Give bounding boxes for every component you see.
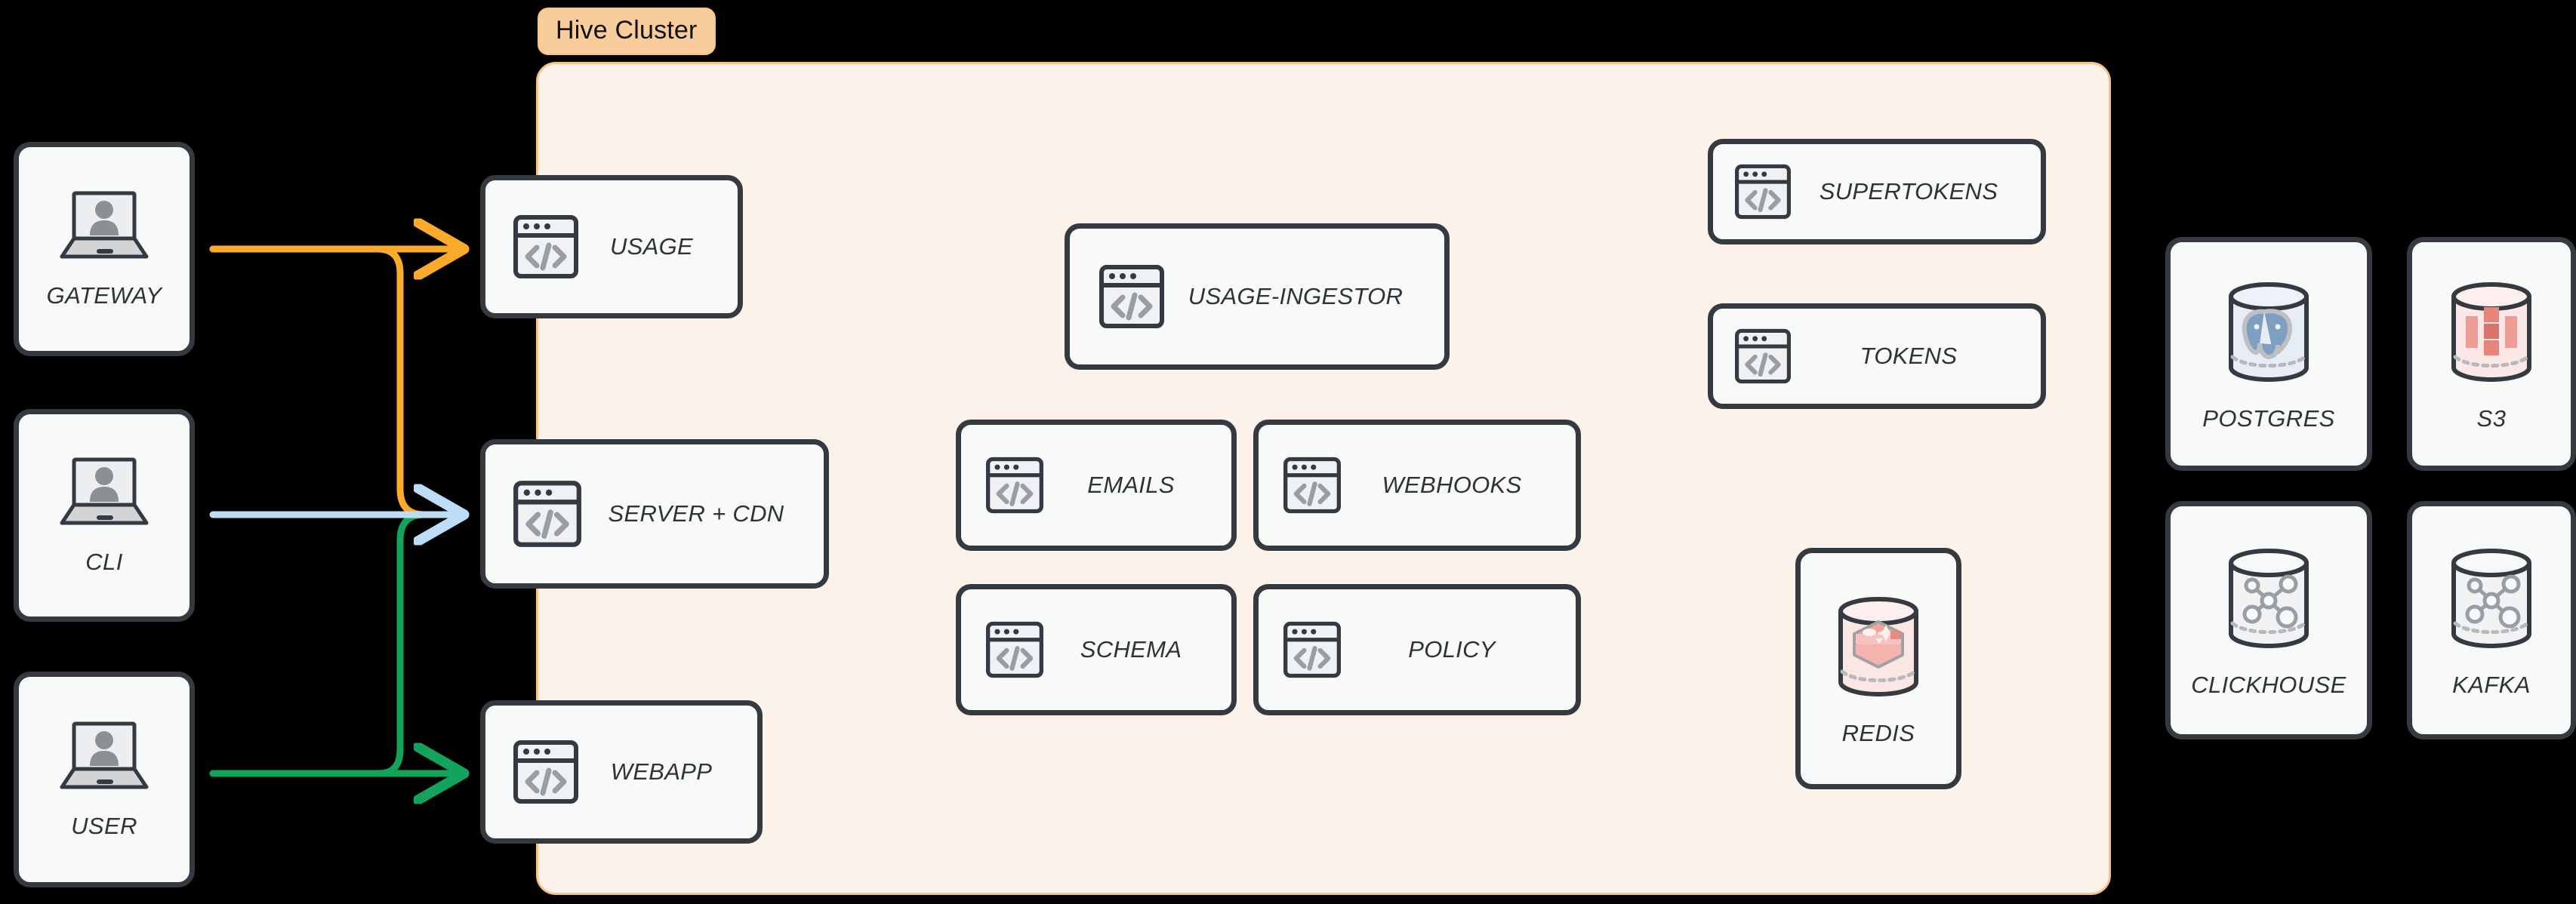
service-box-webhooks[interactable]: WEBHOOKS (1253, 420, 1581, 551)
hive-cluster-label: Hive Cluster (538, 8, 716, 55)
datastore-label: REDIS (1841, 720, 1915, 746)
service-box-usage[interactable]: USAGE (480, 175, 743, 318)
datastore-card-postgres[interactable]: POSTGRES (2165, 237, 2372, 471)
client-label: USER (71, 813, 137, 839)
service-label: WEBHOOKS (1382, 472, 1522, 498)
redis-cylinder-icon (1827, 590, 1930, 703)
datastore-label: CLICKHOUSE (2191, 672, 2346, 698)
service-label: USAGE (609, 233, 694, 260)
service-label: EMAILS (1087, 472, 1175, 498)
network-cylinder-icon (2440, 542, 2543, 655)
service-label: POLICY (1408, 636, 1496, 663)
network-cylinder-icon (2217, 542, 2320, 655)
code-window-icon (1283, 621, 1342, 678)
code-window-icon (1734, 164, 1792, 220)
service-label: SERVER + CDN (608, 500, 784, 527)
datastore-card-redis[interactable]: REDIS (1795, 548, 1961, 789)
service-label: USAGE-INGESTOR (1188, 283, 1404, 309)
service-label: SUPERTOKENS (1819, 178, 1998, 204)
edge-gateway-to-server (209, 245, 457, 518)
code-window-icon (513, 739, 579, 804)
datastore-card-s3[interactable]: S3 (2407, 237, 2576, 471)
code-window-icon (1283, 457, 1342, 514)
service-box-schema[interactable]: SCHEMA (956, 584, 1237, 715)
code-window-icon (513, 214, 579, 279)
code-window-icon (513, 480, 582, 548)
datastore-label: POSTGRES (2202, 405, 2335, 432)
service-box-usage-ingestor[interactable]: USAGE-INGESTOR (1065, 223, 1450, 370)
code-window-icon (1734, 328, 1792, 384)
client-card-user[interactable]: USER (14, 672, 195, 887)
postgres-cylinder-icon (2217, 275, 2320, 389)
service-box-policy[interactable]: POLICY (1253, 584, 1581, 715)
code-window-icon (985, 457, 1044, 514)
datastore-card-kafka[interactable]: KAFKA (2407, 501, 2576, 739)
service-box-supertokens[interactable]: SUPERTOKENS (1708, 139, 2046, 244)
service-box-tokens[interactable]: TOKENS (1708, 303, 2046, 409)
service-label: WEBAPP (610, 758, 713, 785)
laptop-user-icon (56, 719, 153, 793)
datastore-label: KAFKA (2452, 672, 2531, 698)
datastore-label: S3 (2476, 405, 2507, 432)
client-label: GATEWAY (46, 282, 162, 309)
service-box-server-cdn[interactable]: SERVER + CDN (480, 439, 829, 589)
code-window-icon (1098, 264, 1165, 329)
client-label: CLI (85, 549, 123, 575)
service-box-webapp[interactable]: WEBAPP (480, 700, 763, 844)
service-label: SCHEMA (1080, 636, 1182, 663)
client-card-cli[interactable]: CLI (14, 409, 195, 622)
code-window-icon (985, 621, 1044, 678)
datastore-card-clickhouse[interactable]: CLICKHOUSE (2165, 501, 2372, 739)
edge-user-to-server (209, 511, 457, 777)
laptop-user-icon (56, 455, 153, 529)
laptop-user-icon (56, 189, 153, 263)
service-label: TOKENS (1860, 343, 1958, 369)
service-box-emails[interactable]: EMAILS (956, 420, 1237, 551)
s3-cylinder-icon (2440, 275, 2543, 389)
client-card-gateway[interactable]: GATEWAY (14, 142, 195, 356)
